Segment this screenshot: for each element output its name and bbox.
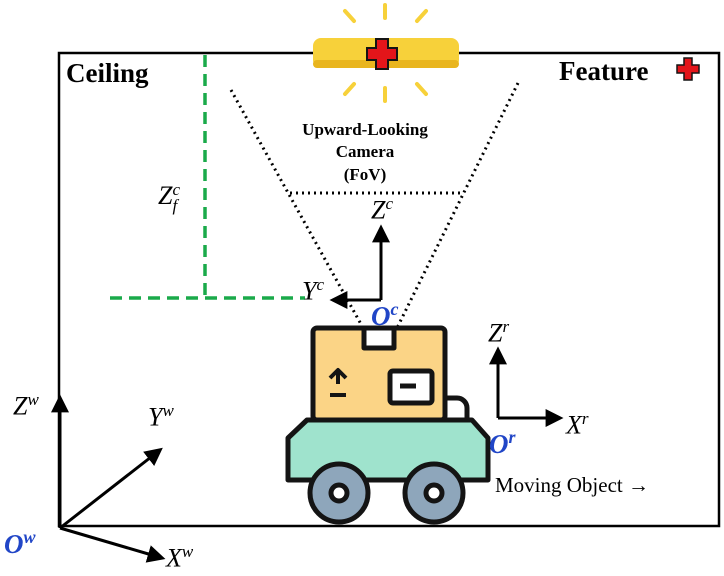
zc-label: Zc <box>371 195 393 224</box>
zw-sup: w <box>27 390 39 409</box>
zfc-base: Z <box>158 181 173 211</box>
delivery-robot-icon <box>285 325 491 525</box>
yc-base: Y <box>302 276 317 306</box>
or-base: O <box>489 429 509 459</box>
camera-fov-lines <box>229 82 520 327</box>
zw-label: Zw <box>13 391 39 420</box>
camera-label: Upward-Looking Camera (FoV) <box>290 119 440 186</box>
red-cross-icon <box>676 57 700 81</box>
zw-base: Z <box>13 391 28 421</box>
moving-object-label: Moving Object → <box>495 473 649 497</box>
ow-label: Ow <box>4 528 36 558</box>
or-label: Or <box>489 428 516 458</box>
zr-base: Z <box>488 318 503 348</box>
oc-sup: c <box>390 299 399 319</box>
zc-base: Z <box>371 195 386 225</box>
zc-sup: c <box>385 194 394 213</box>
yc-label: Yc <box>302 276 324 305</box>
or-sup: r <box>508 427 516 447</box>
yc-sup: c <box>316 275 325 294</box>
xw-label: Xw <box>166 543 193 572</box>
xr-sup: r <box>581 409 589 428</box>
feature-height-lines <box>110 55 305 300</box>
world-axes <box>51 394 166 563</box>
zfc-sup: c <box>172 180 181 199</box>
feature-label: Feature <box>559 56 649 86</box>
xr-label: Xr <box>566 410 589 439</box>
xw-sup: w <box>181 542 194 561</box>
zfc-sub: f <box>172 196 178 216</box>
ow-base: O <box>4 529 24 559</box>
oc-base: O <box>371 301 391 331</box>
zr-sup: r <box>502 317 510 336</box>
ceiling-label: Ceiling <box>66 58 149 88</box>
camera-label-line2: Camera <box>335 142 395 162</box>
camera-label-line3: (FoV) <box>343 164 387 184</box>
ceiling-light-icon <box>313 3 459 103</box>
ow-sup: w <box>23 527 36 547</box>
robot-axes <box>489 346 564 427</box>
zr-label: Zr <box>488 318 509 347</box>
xw-base: X <box>166 543 182 573</box>
yw-sup: w <box>162 401 174 420</box>
xr-base: X <box>566 410 582 440</box>
yw-label: Yw <box>148 402 174 431</box>
oc-label: Oc <box>371 300 399 330</box>
camera-axes <box>329 224 390 309</box>
yw-base: Y <box>148 402 163 432</box>
camera-label-line1: Upward-Looking <box>302 120 428 139</box>
